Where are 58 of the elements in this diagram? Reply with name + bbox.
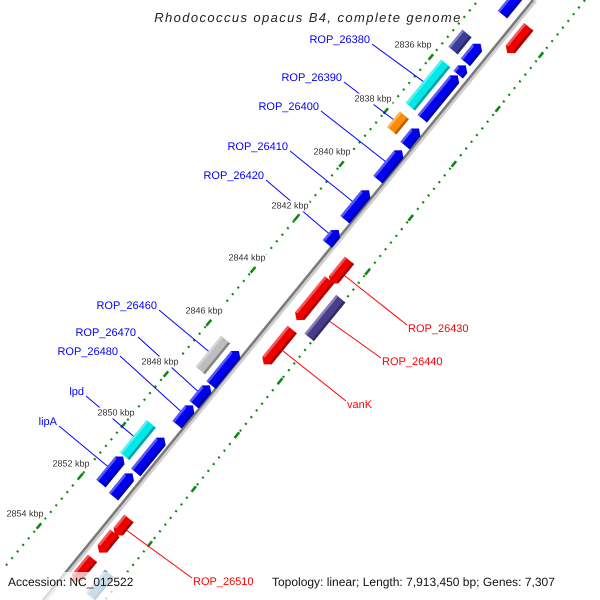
position-label: 2838 kbp [353,94,393,104]
position-label: 2852 kbp [51,458,91,470]
leader-line [126,530,192,578]
gene-feature [322,230,340,248]
gene-feature [114,514,134,536]
gene-feature [189,385,212,408]
position-label: 2836 kbp [393,40,433,50]
gene-label: ROP_26440 [382,355,443,369]
gene-label: ROP_26470 [75,326,136,340]
gene-feature [172,405,194,428]
gene-feature [329,256,354,284]
gene-label: vanK [347,398,372,412]
position-label: 2840 kbp [312,146,352,158]
leader-line [372,44,424,82]
gene-feature [373,150,404,184]
leader-line [158,310,209,352]
gene-label: ROP_26510 [193,575,254,589]
position-label: 2846 kbp [184,306,224,316]
gene-label: ROP_26460 [96,299,157,313]
gene-feature [460,44,482,66]
gene-feature [108,473,134,500]
gene-feature [206,350,240,389]
leader-line [282,350,346,402]
leader-line [290,150,353,202]
footer-text: Accession: NC_012522 [8,575,134,589]
footer-text: Topology: linear; Length: 7,913,450 bp; Genes: 7,307 [272,575,555,589]
title: Rhodococcus opacus B4, complete genome [154,11,462,25]
gene-label: lpd [69,385,84,399]
leader-line [320,110,386,162]
gene-feature [400,128,420,150]
gene-label: ROP_26430 [408,322,469,336]
gene-block [448,30,472,54]
leader-line [58,426,108,467]
gene-label: ROP_26480 [57,345,118,359]
gene-label: ROP_26400 [258,100,319,114]
position-label: 2848 kbp [140,356,180,368]
gene-label: ROP_26380 [309,33,370,47]
gene-label: ROP_26390 [281,71,342,85]
gene-label: ROP_26410 [227,140,288,154]
position-label: 2842 kbp [270,200,310,212]
gene-feature [418,75,460,122]
position-label: 2850 kbp [96,408,136,418]
gene-feature [454,65,468,78]
gene-label: lipA [38,415,57,429]
leader-line [120,356,182,412]
leader-line [344,275,408,326]
gene-feature [262,326,297,364]
gene-feature [98,530,120,553]
gene-feature [498,0,523,18]
gene-block [304,294,346,342]
leader-line [329,321,382,358]
gene-feature [131,438,166,476]
position-label: 2844 kbp [227,252,267,264]
gene-block [387,111,409,135]
gene-feature [506,23,534,54]
gene-label: ROP_26420 [203,169,264,183]
gene-feature [340,190,370,224]
position-label: 2854 kbp [5,508,45,520]
